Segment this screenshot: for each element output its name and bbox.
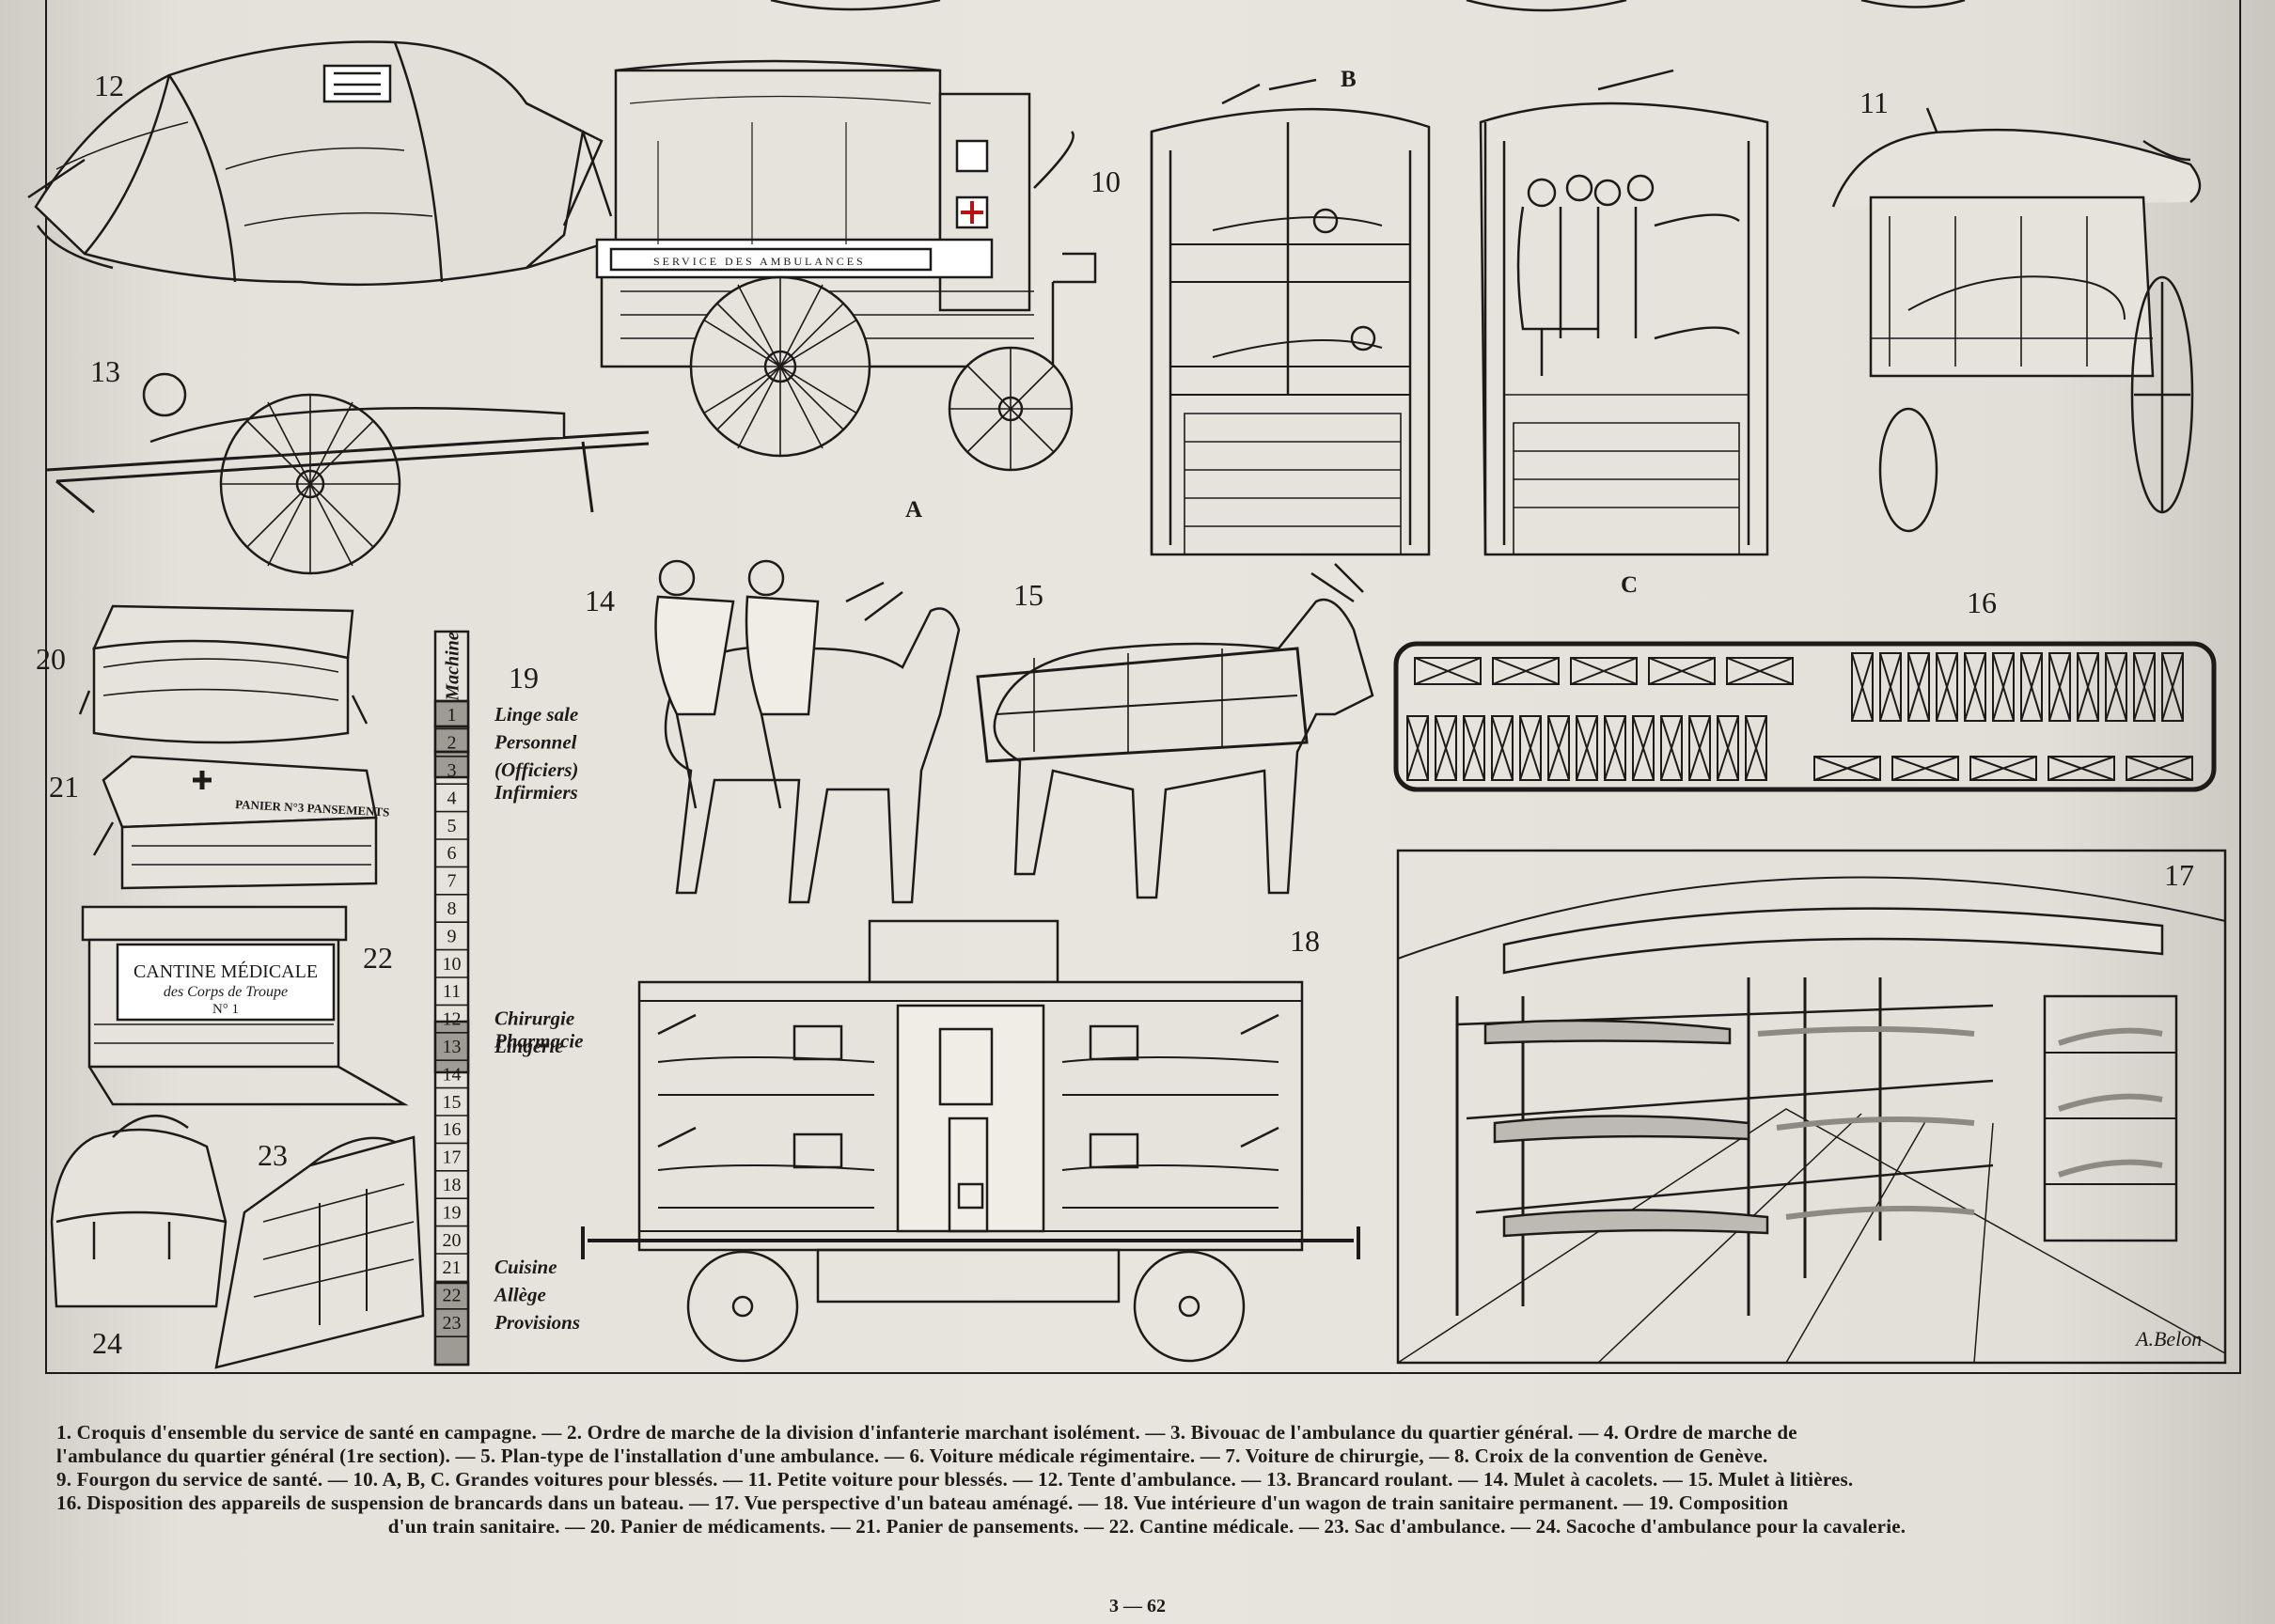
ambulance-sign-text: SERVICE DES AMBULANCES xyxy=(653,255,866,268)
train-car-number: 23 xyxy=(443,1313,462,1334)
train-car-number: 15 xyxy=(443,1092,462,1113)
train-car-number: 2 xyxy=(447,733,457,754)
fig-13-stretcher xyxy=(46,372,650,575)
fig-20-medicine-basket xyxy=(78,604,369,744)
fig-num-17: 17 xyxy=(2164,858,2194,892)
top-wheels-fragment xyxy=(770,0,1966,12)
train-car-number: 1 xyxy=(447,705,457,726)
page-number: 3 — 62 xyxy=(1109,1596,1166,1616)
caption-line: 1. Croquis d'ensemble du service de sant… xyxy=(56,1421,1797,1444)
train-car-number: 9 xyxy=(447,926,457,946)
train-car-number: 17 xyxy=(443,1148,462,1168)
cantine-label-line3: N° 1 xyxy=(212,1002,239,1017)
train-car-label: Pharmacie xyxy=(494,1030,584,1053)
train-car-label: (Officiers) xyxy=(494,758,578,781)
train-car-number: 10 xyxy=(443,954,462,975)
fig-num-16: 16 xyxy=(1967,586,1997,619)
train-car-label: Infirmiers xyxy=(494,781,578,804)
train-car-label: Linge sale xyxy=(494,703,578,726)
fig-11-small-ambulance-cart xyxy=(1831,107,2202,533)
fig-letter-C: C xyxy=(1621,572,1638,598)
fig-10B-ambulance-rear xyxy=(1150,78,1431,556)
fig-num-12: 12 xyxy=(94,69,124,102)
fig-21-dressing-basket xyxy=(92,755,378,890)
caption-line: 9. Fourgon du service de santé. — 10. A,… xyxy=(56,1468,1854,1491)
train-car-number: 22 xyxy=(443,1286,462,1306)
plate-caption: 1. Croquis d'ensemble du service de sant… xyxy=(56,1421,2237,1538)
cantine-label-line1: CANTINE MÉDICALE xyxy=(133,960,318,982)
fig-num-11: 11 xyxy=(1859,86,1889,119)
train-car-number: 7 xyxy=(447,871,457,892)
fig-18-sanitary-train-car xyxy=(581,919,1360,1363)
train-car-label: Allège xyxy=(493,1284,546,1306)
train-car-label: Lingerie xyxy=(494,1035,564,1057)
fig-letter-A: A xyxy=(905,497,922,523)
caption-line: 16. Disposition des appareils de suspens… xyxy=(56,1491,1789,1514)
fig-num-18: 18 xyxy=(1290,924,1320,958)
fig-num-10: 10 xyxy=(1090,164,1121,198)
train-table-header: Machine xyxy=(443,632,463,701)
fig-num-23: 23 xyxy=(258,1138,288,1172)
train-car-number: 8 xyxy=(447,898,457,919)
train-car-number: 20 xyxy=(443,1230,462,1251)
train-table-text: Machine123456789101112131415161718192021… xyxy=(435,632,584,1337)
fig-15-mule-with-litters xyxy=(976,563,1374,899)
caption-line: d'un train sanitaire. — 20. Panier de mé… xyxy=(387,1515,1906,1538)
train-car-number: 13 xyxy=(443,1037,462,1057)
fig-16-boat-stretcher-plan xyxy=(1393,641,2217,792)
train-car-number: 3 xyxy=(447,760,457,781)
train-car-number: 6 xyxy=(447,843,457,864)
train-car-number: 11 xyxy=(443,981,461,1002)
train-car-label: Provisions xyxy=(494,1311,580,1334)
fig-num-21: 21 xyxy=(49,770,79,804)
fig-17-boat-interior-view xyxy=(1396,849,2227,1365)
fig-num-22: 22 xyxy=(363,941,393,975)
fig-12-tent xyxy=(27,40,613,287)
figure-labels: 12 13 14 15 16 17 18 19 20 21 22 23 24 1… xyxy=(36,67,2194,1360)
train-car-number: 16 xyxy=(443,1119,462,1140)
fig-num-24: 24 xyxy=(92,1326,122,1360)
train-car-number: 4 xyxy=(447,788,457,808)
fig-24-cavalry-satchel xyxy=(50,1114,228,1308)
fig-10A-ambulance-wagon xyxy=(595,59,1097,472)
fig-letter-B: B xyxy=(1341,67,1357,92)
train-car-label: Chirurgie xyxy=(494,1007,574,1030)
fig-num-13: 13 xyxy=(90,354,120,388)
fig-23-ambulance-bag xyxy=(214,1135,425,1369)
illustration-plate-frame xyxy=(45,0,2241,1374)
caption-line: l'ambulance du quartier général (1re sec… xyxy=(56,1444,1768,1467)
train-car-number: 19 xyxy=(443,1202,462,1223)
fig-14-mule-with-cacolets xyxy=(654,559,961,904)
fig-22-medical-chest xyxy=(81,905,409,1106)
train-car-number: 14 xyxy=(443,1064,462,1085)
train-car-label: Personnel xyxy=(494,731,577,754)
train-car-number: 5 xyxy=(447,816,457,836)
fig-num-14: 14 xyxy=(585,584,615,617)
fig-num-19: 19 xyxy=(509,661,539,695)
train-car-number: 12 xyxy=(443,1009,462,1030)
train-car-number: 18 xyxy=(443,1175,462,1195)
fig-num-15: 15 xyxy=(1013,578,1043,612)
train-car-number: 21 xyxy=(443,1257,462,1278)
fig-10C-ambulance-rear-seated xyxy=(1479,69,1769,556)
cantine-label-line2: des Corps de Troupe xyxy=(164,984,288,1000)
train-car-label: Cuisine xyxy=(494,1256,557,1278)
artist-signature: A.Belon xyxy=(2134,1327,2202,1351)
fig-num-20: 20 xyxy=(36,642,66,676)
